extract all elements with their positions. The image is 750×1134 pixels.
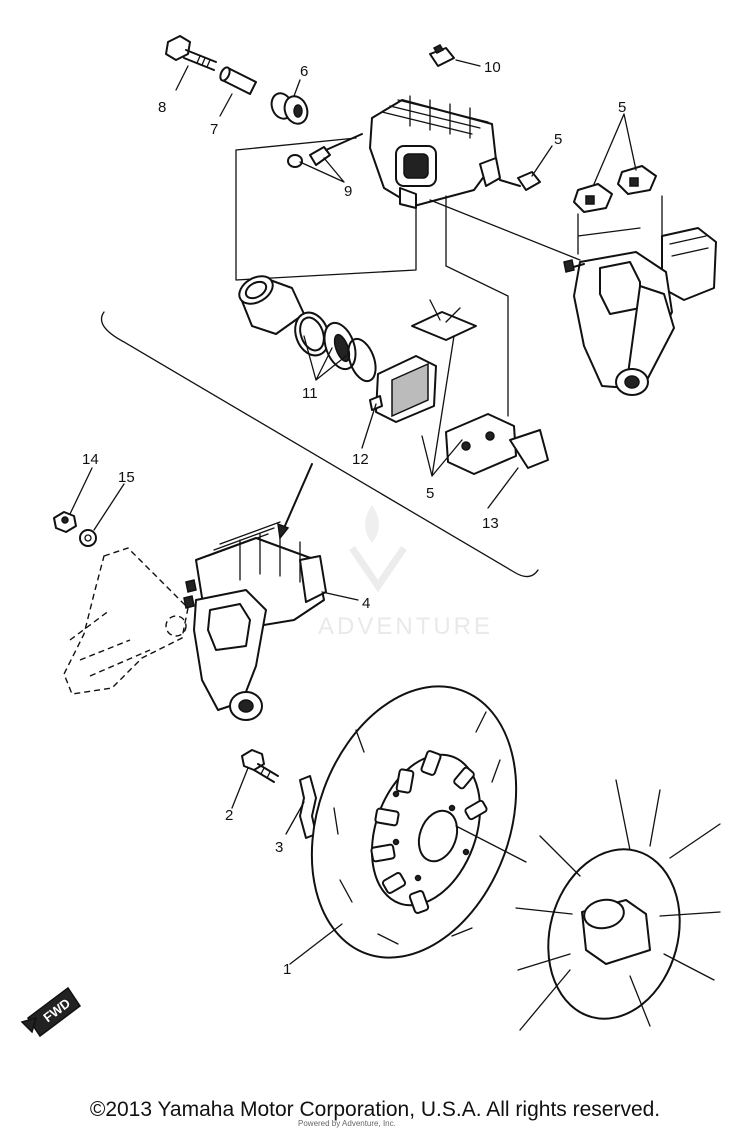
nut-14: [53, 511, 77, 533]
boot-6: [270, 92, 309, 125]
callout-6: 6: [300, 63, 308, 80]
callout-5-upper-screw: 5: [554, 131, 562, 148]
pad-shim-5-lower: [445, 413, 517, 475]
assembly-arrow: [277, 463, 313, 540]
pad-spring-5-upper: [573, 165, 657, 213]
callout-1: 1: [283, 961, 291, 978]
bolt-2: [241, 749, 279, 783]
caliper-assembly-4: [183, 521, 327, 721]
seals-11: [294, 311, 377, 383]
watermark-logo: ADVENTURE: [318, 505, 493, 640]
caliper-body-exploded: [369, 95, 501, 209]
callout-2: 2: [225, 807, 233, 824]
callout-15: 15: [118, 469, 135, 486]
callout-10: 10: [484, 59, 501, 76]
separator-line: [100, 311, 539, 578]
caliper-assembly-right: [563, 227, 717, 396]
callout-13: 13: [482, 515, 499, 532]
bolt-8: [165, 35, 217, 71]
callout-12: 12: [352, 451, 369, 468]
callout-4: 4: [362, 595, 370, 612]
callout-14: 14: [82, 451, 99, 468]
callout-5-shims: 5: [426, 485, 434, 502]
callout-8: 8: [158, 99, 166, 116]
pad-shim-5-mid: [411, 299, 477, 341]
fwd-arrow-icon: FWD: [20, 986, 82, 1038]
brake-pad-12: [369, 355, 437, 423]
washer-15: [79, 529, 97, 547]
watermark-text: ADVENTURE: [318, 613, 493, 640]
plate-13: [509, 429, 549, 469]
wheel-hub: [455, 779, 721, 1031]
copyright-notice: ©2013 Yamaha Motor Corporation, U.S.A. A…: [89, 1098, 661, 1121]
callout-5-pad-springs: 5: [618, 99, 626, 116]
callout-11: 11: [302, 385, 318, 402]
bracket-lines: [235, 137, 663, 417]
sleeve-7: [219, 66, 257, 95]
brake-disc-1: [310, 685, 518, 959]
callout-9: 9: [344, 183, 352, 200]
leader-lines: [69, 59, 637, 965]
cap-10: [429, 44, 455, 67]
callout-7: 7: [210, 121, 218, 138]
callout-numbers: 1 2 3 4 5 5 5 6 7 8 9 10 11 12 13 14 15: [82, 59, 626, 978]
screw-5-upper: [499, 171, 541, 191]
powered-by-note: Powered by Adventure, Inc.: [298, 1119, 396, 1128]
callout-3: 3: [275, 839, 283, 856]
bracket-dashed: [63, 547, 189, 695]
bleed-screw-9: [287, 133, 363, 168]
